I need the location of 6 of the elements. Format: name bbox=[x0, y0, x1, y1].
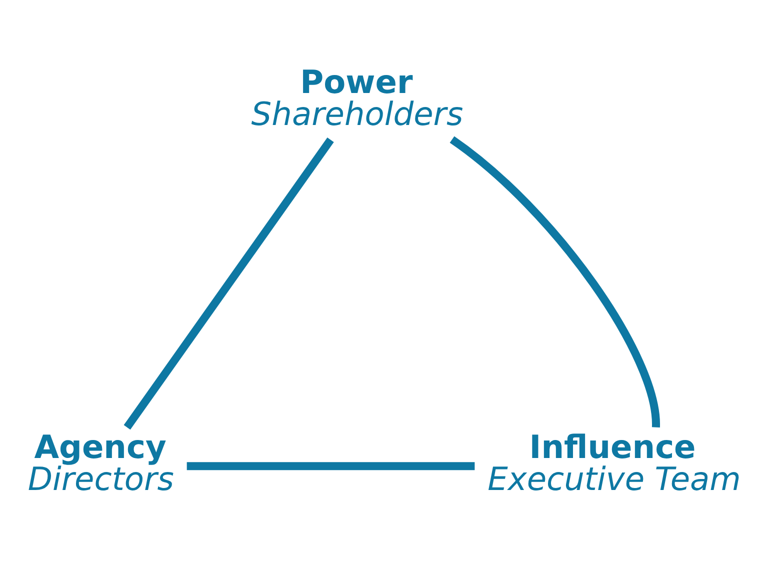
connector bbox=[450, 136, 660, 428]
connector bbox=[124, 138, 334, 430]
node-text: Agency Directors bbox=[28, 428, 174, 498]
node-text: Power Shareholders bbox=[251, 62, 464, 133]
node-text: Influence Executive Team bbox=[488, 428, 741, 498]
connector bbox=[186, 462, 475, 470]
